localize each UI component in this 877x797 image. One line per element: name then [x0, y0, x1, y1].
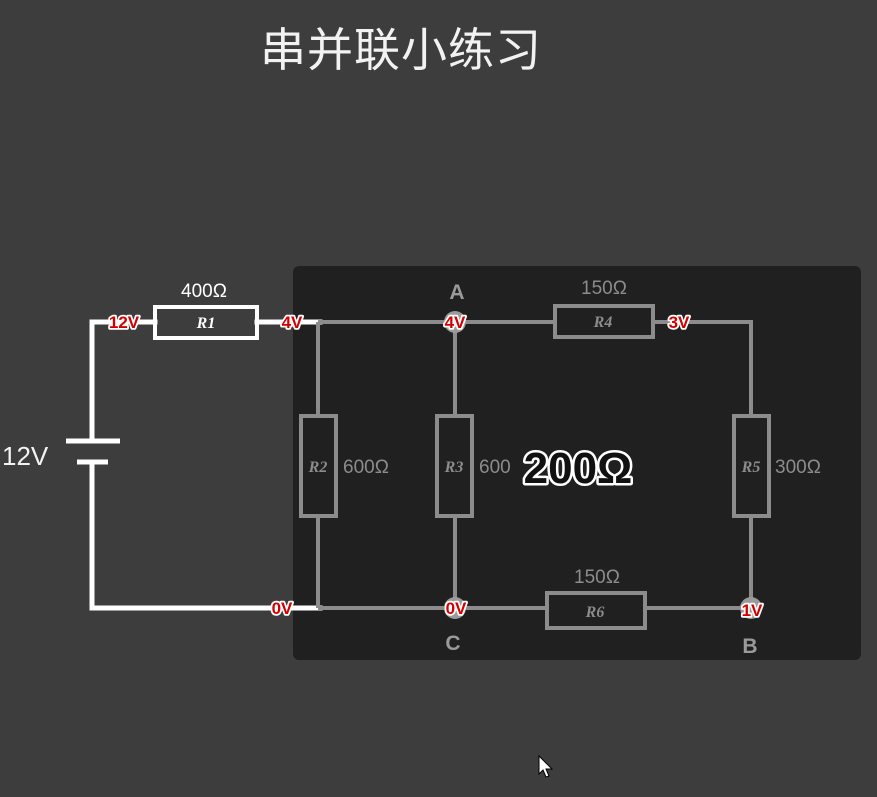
r3-name: R3: [444, 459, 464, 476]
equivalent-resistance: 200Ω: [524, 444, 633, 493]
battery-symbol: [66, 438, 120, 465]
resistor-r6: R6 150Ω: [545, 567, 647, 630]
resistor-r2: R2 600Ω: [299, 414, 389, 518]
mouse-cursor-icon: [538, 754, 554, 778]
voltage-source-top: 12V: [109, 313, 140, 332]
source-voltage-label: 12V: [2, 441, 49, 471]
node-b-label: B: [742, 635, 757, 658]
node-c-label: C: [445, 632, 460, 655]
page-title: 串并联小练习: [260, 23, 542, 77]
voltage-r4-right: 3V: [669, 313, 690, 332]
voltage-node-c: 0V: [446, 599, 467, 618]
r5-value: 300Ω: [775, 457, 821, 478]
resistor-r5: R5 300Ω: [732, 414, 821, 518]
r4-value: 150Ω: [581, 278, 627, 299]
r1-name: R1: [196, 315, 216, 332]
voltage-bottom-left: 0V: [272, 599, 293, 618]
resistor-r1: R1 400Ω: [153, 281, 259, 340]
r2-value: 600Ω: [343, 457, 389, 478]
r6-name: R6: [585, 604, 605, 621]
outer-wires: [89, 319, 323, 611]
r6-value: 150Ω: [574, 567, 620, 588]
node-dots: [444, 311, 762, 619]
resistor-r4: R4 150Ω: [553, 278, 655, 339]
r4-name: R4: [593, 314, 613, 331]
voltage-node-a: 4V: [445, 313, 466, 332]
r2-name: R2: [308, 459, 328, 476]
voltage-node-b: 1V: [742, 601, 763, 620]
voltage-r1-right: 4V: [282, 313, 303, 332]
r3-value: 600: [479, 457, 511, 478]
r5-name: R5: [741, 459, 761, 476]
node-a-label: A: [449, 281, 464, 304]
inner-wires: [316, 320, 753, 610]
resistor-r3: R3 600: [435, 414, 511, 518]
r1-value: 400Ω: [181, 281, 227, 302]
